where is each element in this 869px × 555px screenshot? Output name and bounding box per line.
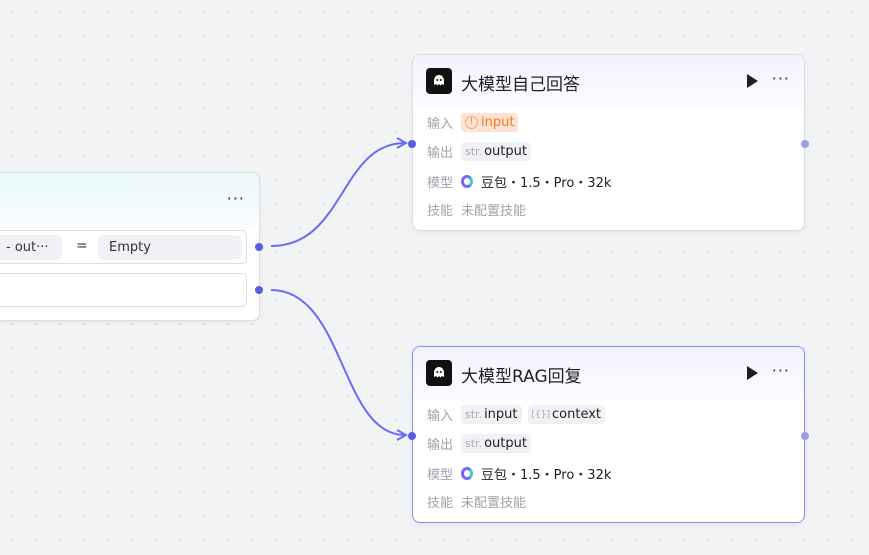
doubao-logo-icon (426, 360, 452, 386)
edge-to-self-answer[interactable] (270, 142, 406, 247)
node-title: 大模型自己回答 (461, 75, 580, 95)
node-header: 大模型RAG回复 ··· (413, 347, 804, 401)
more-menu-button[interactable]: ··· (226, 189, 245, 208)
edge-arrow (396, 429, 409, 441)
output-port[interactable] (255, 286, 263, 294)
output-tag[interactable]: str.output (461, 142, 531, 161)
warning-icon: ! (465, 116, 478, 129)
doubao-logo-icon (426, 68, 452, 94)
edge-arrow (396, 137, 409, 149)
output-port[interactable] (255, 243, 263, 251)
input-tag[interactable]: !input (461, 113, 519, 132)
output-label: 输出 (427, 438, 454, 453)
skill-value: 未配置技能 (461, 496, 527, 511)
edge-to-rag[interactable] (270, 289, 406, 436)
skill-value: 未配置技能 (461, 204, 527, 219)
more-menu-button[interactable]: ··· (771, 361, 790, 380)
model-name: 豆包・1.5・Pro・32k (481, 468, 612, 483)
more-menu-button[interactable]: ··· (771, 69, 790, 88)
node-header: ··· (0, 173, 259, 229)
output-port[interactable] (801, 140, 809, 148)
input-port[interactable] (408, 432, 416, 440)
input-port[interactable] (408, 140, 416, 148)
condition-row[interactable]: - out··· = Empty (0, 230, 247, 264)
model-name: 豆包・1.5・Pro・32k (481, 176, 612, 191)
else-row[interactable] (0, 273, 247, 307)
input-label: 输入 (427, 117, 454, 132)
node-header: 大模型自己回答 ··· (413, 55, 804, 109)
input-tag[interactable]: [{}]context (527, 405, 605, 424)
node-title: 大模型RAG回复 (461, 367, 582, 387)
input-label: 输入 (427, 409, 454, 424)
output-port[interactable] (801, 432, 809, 440)
model-icon (461, 467, 473, 480)
condition-left-value[interactable]: - out··· (0, 235, 62, 260)
skill-label: 技能 (427, 204, 454, 219)
run-button[interactable] (747, 366, 758, 380)
condition-operator: = (76, 238, 88, 254)
model-label: 模型 (427, 468, 454, 483)
array-object-icon: [{}] (531, 409, 550, 420)
llm-node-self-answer[interactable]: 大模型自己回答 ··· 输入 !input 输出 str.output 模型 豆… (408, 54, 809, 231)
model-label: 模型 (427, 176, 454, 191)
condition-node[interactable]: ··· - out··· = Empty (0, 172, 263, 321)
output-label: 输出 (427, 146, 454, 161)
run-button[interactable] (747, 74, 758, 88)
condition-right-value[interactable]: Empty (98, 235, 241, 260)
model-icon (461, 175, 473, 188)
output-tag[interactable]: str.output (461, 434, 531, 453)
skill-label: 技能 (427, 496, 454, 511)
input-tag[interactable]: str.input (461, 405, 522, 424)
llm-node-rag[interactable]: 大模型RAG回复 ··· 输入 str.input [{}]context 输出… (408, 346, 809, 523)
